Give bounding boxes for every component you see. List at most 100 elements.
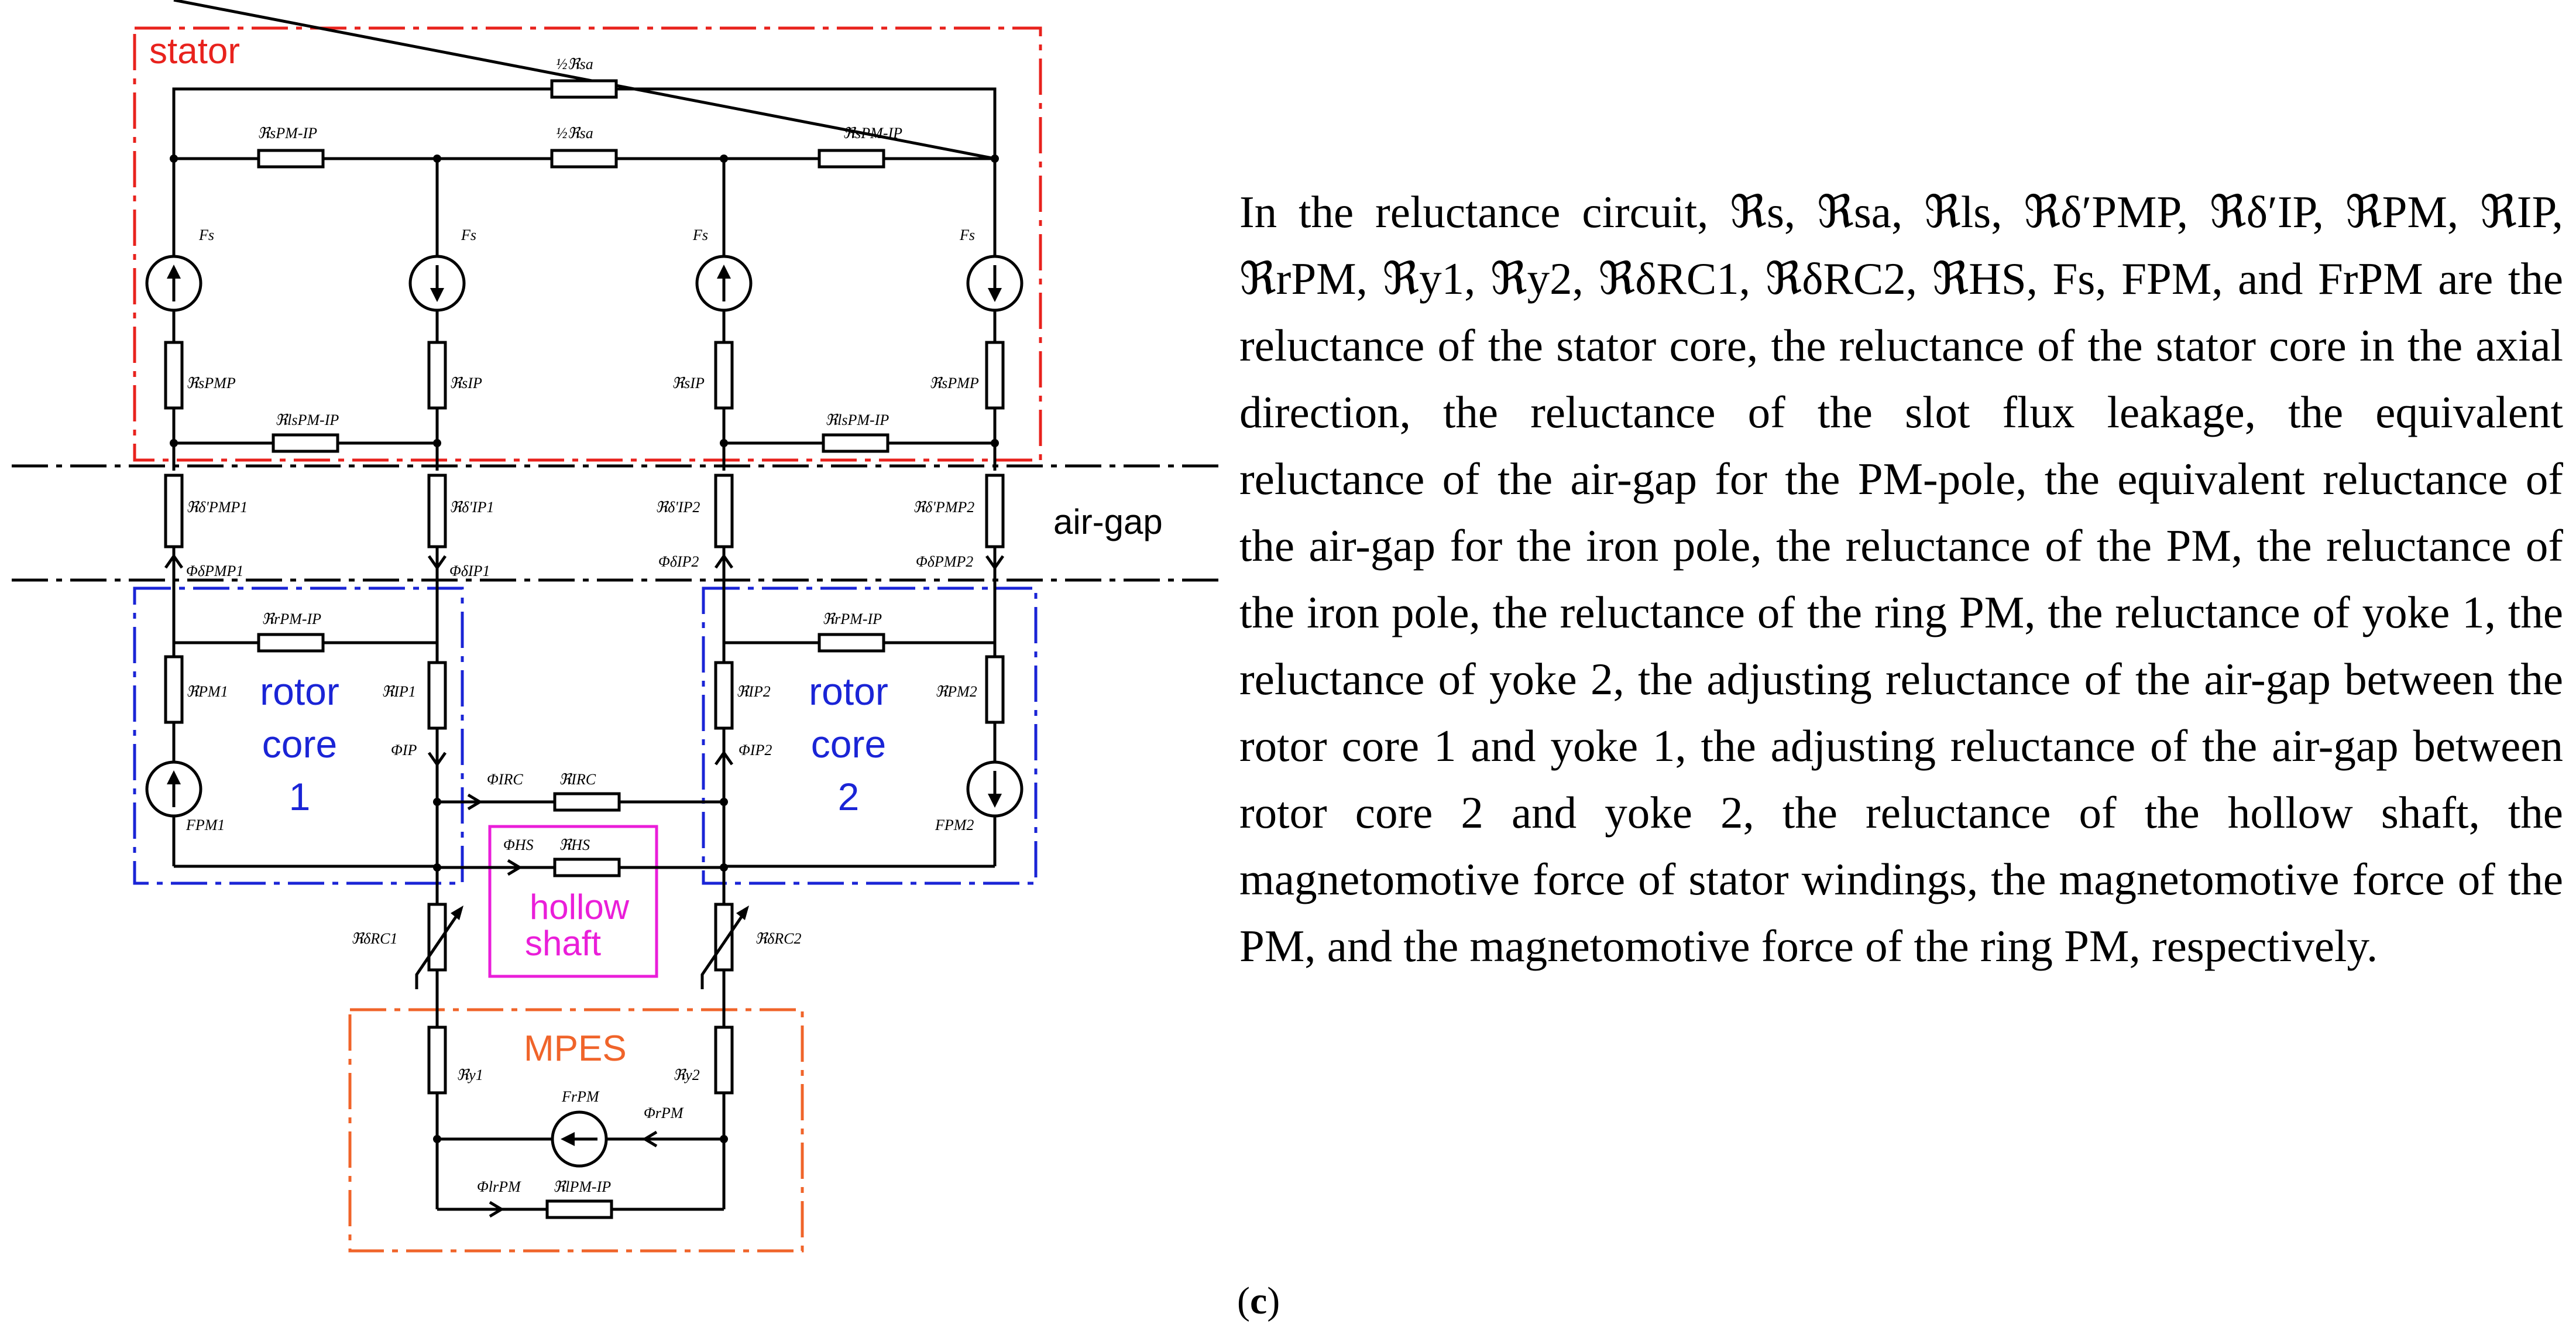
r-sa-top-resistor	[550, 79, 618, 99]
phi-d-ip1-label: ΦδIP1	[449, 563, 490, 579]
r-rpm-ip-left-label: ℜrPM-IP	[262, 611, 321, 627]
r-d-ip1-resistor	[427, 474, 447, 548]
hollow-shaft-label-line2: shaft	[525, 924, 601, 963]
r-y1-resistor	[427, 1026, 447, 1095]
fs-source-1	[145, 255, 202, 312]
rotor-core-2-label-line2: core	[811, 722, 886, 766]
r-spmp-right-resistor	[985, 341, 1005, 410]
phi-hs-arrow	[507, 859, 523, 876]
rotor-core-2-label-line1: rotor	[809, 670, 888, 713]
r-d-pmp2-resistor	[985, 474, 1005, 548]
phi-d-ip2-label: ΦδIP2	[658, 553, 699, 570]
r-d-ip1-label: ℜδ'IP1	[449, 499, 494, 516]
center-wiring	[437, 800, 724, 869]
r-drc2-resistor	[714, 903, 734, 972]
hollow-shaft-region	[488, 825, 658, 978]
r-rpm-ip-right-resistor	[818, 633, 885, 653]
r-drc1-label: ℜδRC1	[351, 930, 397, 947]
r-spmp-left-resistor	[164, 341, 184, 410]
phi-ip-label: ΦIP	[391, 742, 417, 759]
r-ip2-resistor	[714, 661, 734, 730]
r-sip-right-label: ℜsIP	[672, 375, 705, 392]
r-spm-ip-right-label: ℜsPM-IP	[843, 125, 902, 142]
r-sa-mid-label: ½ℜsa	[556, 125, 593, 142]
r-sip-left-label: ℜsIP	[449, 375, 482, 392]
r-hs-label: ℜHS	[559, 836, 590, 853]
r-drc1-variable-arrow	[415, 906, 463, 989]
r-pm1-label: ℜPM1	[186, 683, 228, 700]
stator-region	[133, 26, 1042, 462]
r-spmp-right-label: ℜsPMP	[929, 375, 979, 392]
rotor-core-2-label-line3: 2	[838, 775, 860, 818]
r-lpm-ip-label: ℜlPM-IP	[553, 1178, 611, 1195]
r-d-ip2-label: ℜδ'IP2	[655, 499, 700, 516]
rotor-core-2-region	[702, 587, 1038, 885]
r-drc2-label: ℜδRC2	[755, 930, 801, 947]
phi-d-pmp2-arrow	[985, 555, 1005, 571]
mpes-nodes	[433, 1135, 728, 1143]
stator-label: stator	[149, 31, 240, 71]
phi-rpm-arrow	[642, 1130, 658, 1148]
fs-label-4: Fs	[959, 227, 975, 243]
r-d-ip2-resistor	[714, 474, 734, 548]
f-pm2-source	[966, 760, 1023, 818]
r-ls-left-resistor	[272, 433, 339, 453]
figure-caption: In the reluctance circuit, ℜs, ℜsa, ℜls,…	[1239, 187, 2563, 971]
phi-lrpm-arrow	[489, 1201, 504, 1218]
center-nodes	[433, 798, 728, 872]
phi-irc-label: ΦIRC	[487, 771, 523, 788]
phi-rpm-label: ΦrPM	[644, 1105, 684, 1121]
r-y2-label: ℜy2	[673, 1066, 700, 1083]
r-sip-left-resistor	[427, 341, 447, 410]
phi-d-ip1-arrow	[427, 555, 447, 571]
r-rpm-ip-right-label: ℜrPM-IP	[822, 611, 882, 627]
phi-hs-label: ΦHS	[503, 836, 534, 853]
phi-lrpm-label: ΦlrPM	[477, 1178, 521, 1195]
r-ls-right-resistor	[822, 433, 889, 453]
mpes-wiring	[435, 1093, 726, 1211]
r-spm-ip-right-resistor	[818, 149, 885, 169]
rotor-core-1-region	[133, 587, 464, 885]
r-rpm-ip-left-resistor	[257, 633, 325, 653]
r-d-pmp1-resistor	[164, 474, 184, 548]
mpes-region	[348, 1008, 804, 1253]
phi-ip2-arrow	[714, 750, 734, 766]
phi-ip2-label: ΦIP2	[739, 742, 772, 759]
phi-d-pmp2-label: ΦδPMP2	[916, 553, 973, 570]
stator-nodes	[170, 155, 999, 447]
phi-ip-arrow	[427, 752, 447, 767]
rotor-core-1-label-line2: core	[262, 722, 337, 766]
panel-label: (c)	[1237, 1280, 1280, 1322]
r-sip-right-resistor	[714, 341, 734, 410]
r-irc-label: ℜIRC	[559, 771, 596, 788]
r-ip1-resistor	[427, 661, 447, 730]
f-rpm-label: FrPM	[561, 1088, 600, 1105]
reluctance-circuit-diagram: stator air-gap rotor core 1 rotor core 2…	[12, 0, 1220, 1253]
r-pm2-resistor	[985, 655, 1005, 724]
air-gap-wires	[172, 547, 997, 643]
r-spm-ip-left-label: ℜsPM-IP	[257, 125, 317, 142]
fs-label-1: Fs	[198, 227, 214, 243]
fs-source-4	[966, 255, 1023, 312]
r-sa-top-label: ½ℜsa	[556, 56, 593, 73]
f-pm2-label: FPM2	[935, 817, 974, 834]
r-y2-resistor	[714, 1026, 734, 1095]
r-pm2-label: ℜPM2	[935, 683, 977, 700]
phi-irc-arrow	[467, 793, 483, 811]
r-irc-resistor	[553, 792, 621, 812]
f-pm1-source	[145, 760, 202, 818]
phi-d-pmp1-label: ΦδPMP1	[186, 563, 243, 579]
rotor-core-1-label-line1: rotor	[260, 670, 339, 713]
air-gap-label: air-gap	[1053, 502, 1163, 541]
r-pm1-resistor	[164, 655, 184, 724]
r-ls-left-label: ℜlsPM-IP	[275, 411, 339, 428]
phi-d-pmp1-arrow	[164, 553, 184, 569]
r-ls-right-label: ℜlsPM-IP	[825, 411, 889, 428]
r-spm-ip-left-resistor	[257, 149, 325, 169]
r-ip1-label: ℜIP1	[382, 683, 416, 700]
r-d-pmp1-label: ℜδ'PMP1	[186, 499, 248, 516]
fs-label-2: Fs	[461, 227, 476, 243]
fs-source-3	[695, 255, 753, 312]
r-lpm-ip-resistor	[545, 1199, 613, 1219]
mpes-label: MPES	[524, 1028, 627, 1069]
